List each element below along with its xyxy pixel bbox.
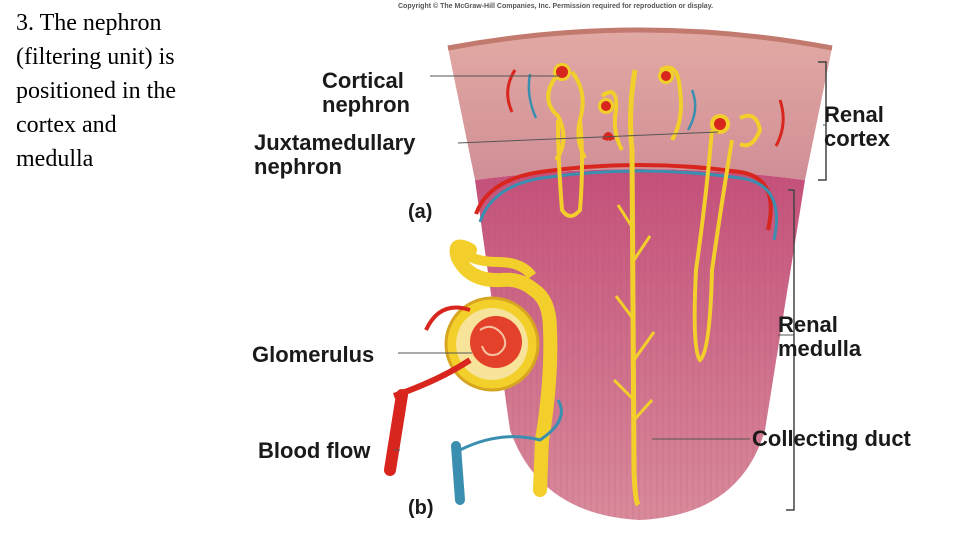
label-renal-medulla-2: medulla bbox=[778, 336, 862, 361]
label-renal-medulla: Renal bbox=[778, 312, 838, 337]
renal-cortex-region bbox=[448, 30, 832, 180]
label-blood-flow: Blood flow bbox=[258, 438, 371, 463]
label-juxtamedullary-2: nephron bbox=[254, 154, 342, 179]
collecting-duct bbox=[612, 69, 656, 507]
label-renal-cortex-2: cortex bbox=[824, 126, 891, 151]
label-cortical: Cortical bbox=[322, 68, 404, 93]
slide-line-1: 3. The nephron bbox=[16, 10, 162, 36]
label-collecting-duct: Collecting duct bbox=[752, 426, 912, 451]
arcuate-vein bbox=[478, 169, 778, 241]
label-part-b: (b) bbox=[408, 497, 434, 519]
copyright-text: Copyright © The McGraw-Hill Companies, I… bbox=[398, 2, 713, 10]
slide-line-2: (filtering unit) is bbox=[16, 44, 175, 70]
label-juxtamedullary: Juxtamedullary bbox=[254, 130, 416, 155]
slide-line-4: cortex and bbox=[16, 112, 117, 138]
blood-flow-artery bbox=[384, 389, 408, 476]
nephron-diagram: Copyright © The McGraw-Hill Companies, I… bbox=[240, 0, 960, 540]
label-cortical-2: nephron bbox=[322, 92, 410, 117]
slide-line-5: medulla bbox=[16, 146, 94, 172]
renal-cortex-bracket bbox=[818, 61, 827, 181]
blood-flow-vein bbox=[451, 441, 465, 505]
renal-medulla-bracket bbox=[786, 189, 795, 511]
slide-line-3: positioned in the bbox=[16, 78, 176, 104]
label-part-a: (a) bbox=[408, 201, 432, 223]
glomerulus-capillaries bbox=[470, 316, 522, 368]
enlarged-nephron bbox=[384, 239, 563, 505]
label-renal-cortex: Renal bbox=[824, 102, 884, 127]
slide-text-block: 3. The nephron (filtering unit) is posit… bbox=[16, 6, 226, 176]
juxtamedullary-nephrons bbox=[556, 113, 763, 363]
label-glomerulus: Glomerulus bbox=[252, 342, 374, 367]
arcuate-artery bbox=[474, 163, 773, 231]
